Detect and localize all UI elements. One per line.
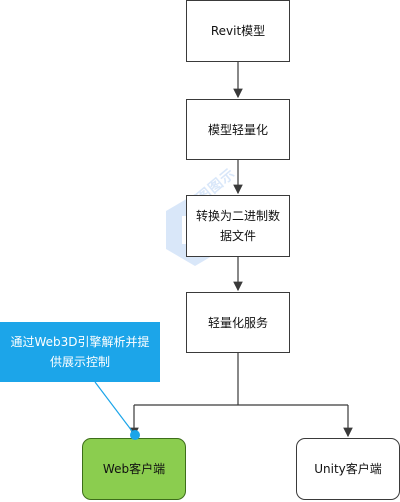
node-unity-client-label: Unity客户端	[314, 462, 382, 476]
node-unity-client: Unity客户端	[296, 438, 400, 500]
node-revit-model-label: Revit模型	[210, 24, 266, 38]
node-model-lightweight: 模型轻量化	[186, 99, 290, 160]
node-model-lightweight-label: 模型轻量化	[207, 122, 268, 137]
callout-anchor-dot	[130, 430, 140, 440]
node-revit-model: Revit模型	[186, 0, 290, 62]
node-lightweight-service-label: 轻量化服务	[207, 315, 268, 330]
node-convert-binary: 转换为二进制数据文件	[186, 195, 290, 257]
callout-pointer	[94, 381, 136, 436]
callout-box: 通过Web3D引擎解析并提供展示控制	[0, 322, 160, 382]
node-web-client: Web客户端	[82, 438, 186, 500]
node-web-client-label: Web客户端	[102, 462, 166, 476]
callout-text: 通过Web3D引擎解析并提供展示控制	[10, 335, 150, 369]
node-convert-binary-label: 转换为二进制数据文件	[195, 209, 280, 243]
node-lightweight-service: 轻量化服务	[186, 292, 290, 353]
